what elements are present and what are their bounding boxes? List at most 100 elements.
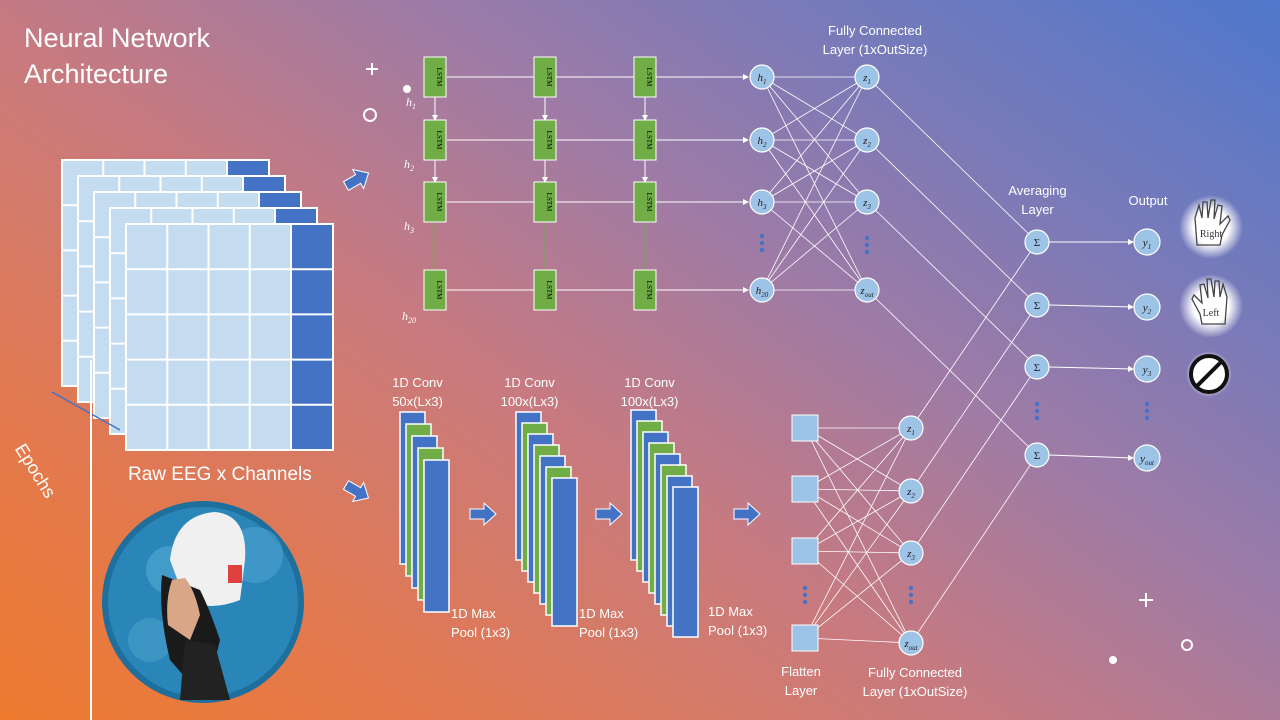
hidden-state-label: h20 <box>402 309 416 325</box>
output-class-label: Right <box>1200 229 1222 240</box>
fc-top-line-1: Fully Connected <box>828 23 922 38</box>
lstm-cell: LSTM <box>533 181 557 223</box>
lstm-output-node: h20 <box>749 277 775 303</box>
person-photo <box>102 501 304 703</box>
cnn-stacks <box>399 409 699 638</box>
output-node: yout <box>1133 444 1161 472</box>
lstm-cell: LSTM <box>633 56 657 98</box>
flatten-unit <box>791 414 819 442</box>
output-node: y2 <box>1133 293 1161 321</box>
lstm-cell: LSTM <box>633 119 657 161</box>
lstm-output-node: h1 <box>749 64 775 90</box>
eeg-grid <box>125 223 334 451</box>
feature-map <box>672 486 699 638</box>
conv-label-1: 1D Conv 50x(Lx3) <box>375 373 460 411</box>
ellipsis-dots <box>1034 401 1040 421</box>
fc-bottom-line-1: Fully Connected <box>868 665 962 680</box>
averaging-line-2: Layer <box>1021 202 1054 217</box>
conv-label-2: 1D Conv 100x(Lx3) <box>487 373 572 411</box>
lstm-cell-label: LSTM <box>645 281 653 300</box>
fc-top-node: z3 <box>854 189 880 215</box>
conv-1-line-2: 50x(Lx3) <box>392 394 443 409</box>
lstm-cell-label: LSTM <box>545 281 553 300</box>
node-label: z2 <box>862 135 871 149</box>
fc-top-node: zout <box>854 277 880 303</box>
ellipsis-dots <box>759 233 765 253</box>
lstm-cell-label: LSTM <box>645 193 653 212</box>
fc-top-line-2: Layer (1xOutSize) <box>822 42 928 57</box>
conv-label-3: 1D Conv 100x(Lx3) <box>607 373 692 411</box>
pool-label-2: 1D Max Pool (1x3) <box>579 604 659 642</box>
arrow-icon <box>342 168 370 192</box>
node-label: z1 <box>906 423 915 437</box>
node-label: y3 <box>1142 364 1152 378</box>
hand-icon-left <box>1179 274 1243 338</box>
dense-connections <box>761 76 1134 644</box>
node-label: y2 <box>1142 302 1152 316</box>
lstm-cell: LSTM <box>533 269 557 311</box>
epoch-bracket <box>51 391 121 431</box>
title-line-1: Neural Network <box>24 23 211 53</box>
node-label: z1 <box>862 72 871 86</box>
lstm-cell-label: LSTM <box>435 131 443 150</box>
lstm-cell: LSTM <box>423 269 447 311</box>
title-line-2: Architecture <box>24 59 169 89</box>
lstm-cell-label: LSTM <box>435 68 443 87</box>
node-label: Σ <box>1034 300 1040 312</box>
output-node: y3 <box>1133 355 1161 383</box>
node-label: z3 <box>862 197 871 211</box>
eeg-caption: Raw EEG x Channels <box>128 464 312 485</box>
node-label: zout <box>903 638 918 652</box>
pool-3-line-2: Pool (1x3) <box>708 623 768 638</box>
pool-1-line-2: Pool (1x3) <box>451 625 511 640</box>
pool-2-line-1: 1D Max <box>579 606 624 621</box>
lstm-cell: LSTM <box>423 56 447 98</box>
pool-label-1: 1D Max Pool (1x3) <box>451 604 531 642</box>
fc-bottom-node: zout <box>898 630 924 656</box>
arrow-icon <box>595 501 623 527</box>
node-label: zout <box>859 285 874 299</box>
lstm-cell: LSTM <box>423 119 447 161</box>
pool-3-line-1: 1D Max <box>708 604 753 619</box>
node-label: yout <box>1139 453 1155 467</box>
hidden-state-label: h3 <box>404 219 414 235</box>
lstm-grid: LSTM LSTM LSTM LSTM LSTM LSTM LSTM LSTM LSTM LSTM… <box>402 56 749 325</box>
lstm-cell: LSTM <box>533 56 557 98</box>
conv-3-line-2: 100x(Lx3) <box>620 394 679 409</box>
lstm-cell: LSTM <box>633 269 657 311</box>
conv-1-line-1: 1D Conv <box>392 375 443 390</box>
hand-icon-right <box>1179 195 1243 259</box>
averaging-node: Σ <box>1024 354 1050 380</box>
node-label: h20 <box>756 285 769 299</box>
circle-icon <box>1181 639 1193 651</box>
averaging-node: Σ <box>1024 229 1050 255</box>
lstm-cell-label: LSTM <box>645 68 653 87</box>
hidden-state-label: h2 <box>404 157 414 173</box>
node-label: z3 <box>906 548 915 562</box>
averaging-node: Σ <box>1024 292 1050 318</box>
flatten-unit <box>791 624 819 652</box>
fc-top-node: z1 <box>854 64 880 90</box>
conv-2-line-2: 100x(Lx3) <box>500 394 559 409</box>
no-sign-icon <box>1186 351 1232 397</box>
pool-label-3: 1D Max Pool (1x3) <box>708 602 788 640</box>
ellipsis-dots <box>864 235 870 255</box>
node-label: Σ <box>1034 237 1040 249</box>
flatten-line-1: Flatten <box>781 664 821 679</box>
fc-bottom-label: Fully Connected Layer (1xOutSize) <box>845 663 985 701</box>
network-nodes: h1h2h3h20z1z2z3zoutz1z2z3zoutΣΣΣΣy1y2y3y… <box>749 64 1222 656</box>
pool-1-line-1: 1D Max <box>451 606 496 621</box>
node-label: y1 <box>1142 237 1151 251</box>
node-label: h1 <box>758 72 767 86</box>
node-label: h3 <box>758 197 768 211</box>
lstm-cell: LSTM <box>423 181 447 223</box>
fc-bottom-node: z1 <box>898 415 924 441</box>
lstm-cell-label: LSTM <box>435 281 443 300</box>
circle-icon <box>363 108 377 122</box>
fc-bottom-line-2: Layer (1xOutSize) <box>862 684 968 699</box>
node-label: Σ <box>1034 362 1040 374</box>
fc-top-node: z2 <box>854 127 880 153</box>
averaging-node: Σ <box>1024 442 1050 468</box>
lstm-cell-label: LSTM <box>545 193 553 212</box>
eeg-epoch-stack <box>61 159 334 451</box>
